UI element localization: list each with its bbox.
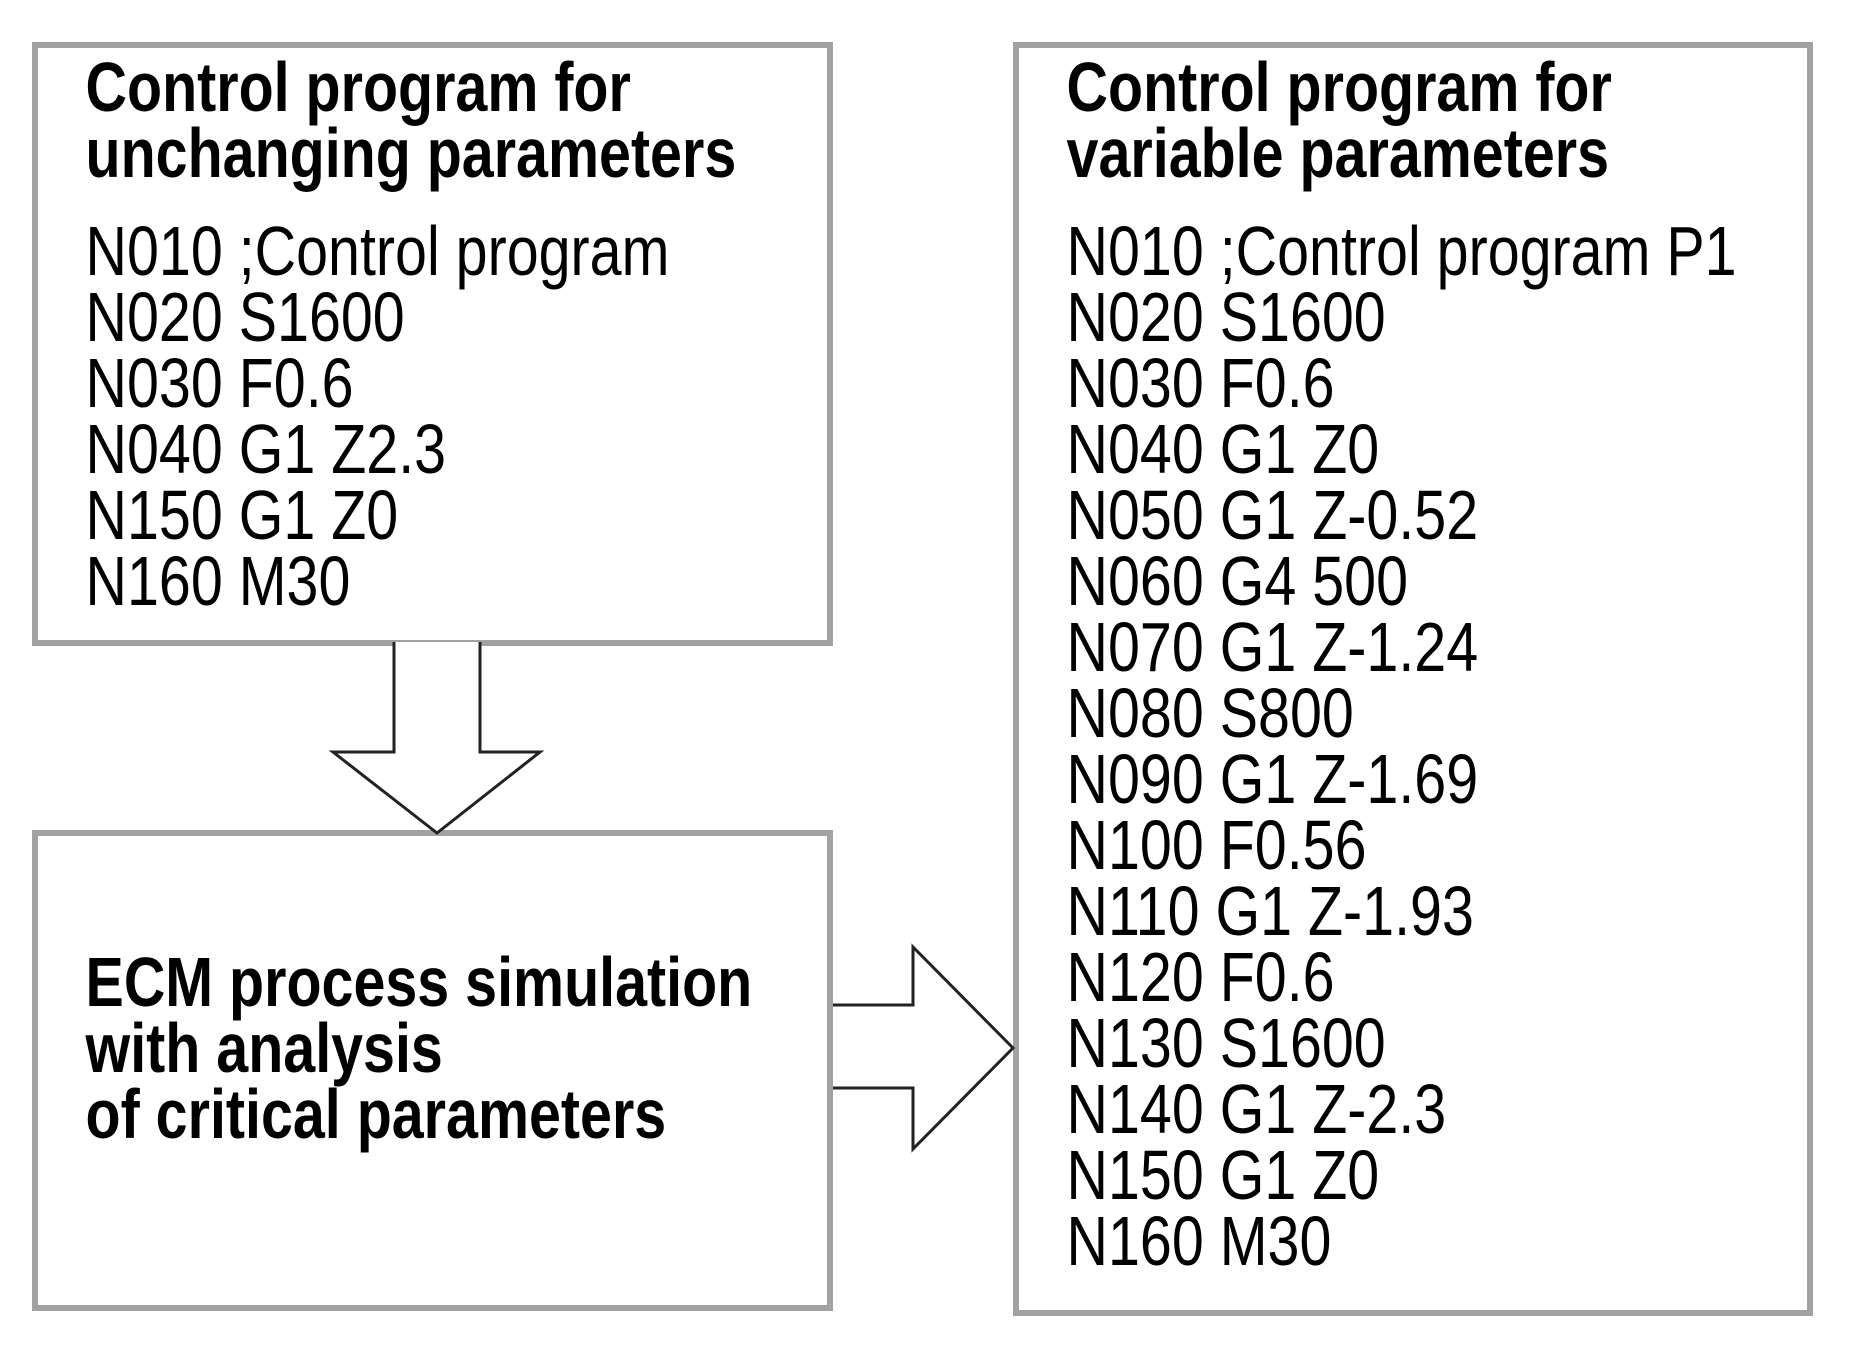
code-line: N050 G1 Z-0.52 [1066, 476, 1479, 554]
code-line: N030 F0.6 [85, 344, 354, 422]
code-line: N120 F0.6 [1066, 938, 1335, 1016]
title-line: variable parameters [1066, 114, 1610, 192]
code-line: N110 G1 Z-1.93 [1066, 872, 1474, 950]
title-line: unchanging parameters [85, 114, 737, 192]
code-line: N020 S1600 [85, 278, 405, 356]
title-line: Control program for [85, 48, 631, 126]
code-line: N160 M30 [85, 542, 351, 620]
title-line: with analysis [85, 1009, 443, 1087]
code-line: N090 G1 Z-1.69 [1066, 740, 1479, 818]
code-line: N010 ;Control program P1 [1066, 212, 1737, 290]
code-line: N130 S1600 [1066, 1004, 1386, 1082]
title-line: of critical parameters [85, 1075, 667, 1153]
code-line: N020 S1600 [1066, 278, 1386, 356]
code-line: N140 G1 Z-2.3 [1066, 1070, 1447, 1148]
title-line: Control program for [1066, 48, 1612, 126]
code-line: N150 G1 Z0 [1066, 1136, 1380, 1214]
code-line: N070 G1 Z-1.24 [1066, 608, 1479, 686]
code-line: N160 M30 [1066, 1202, 1332, 1280]
code-line: N060 G4 500 [1066, 542, 1409, 620]
code-line: N010 ;Control program [85, 212, 670, 290]
code-line: N080 S800 [1066, 674, 1354, 752]
title-line: ECM process simulation [85, 943, 753, 1021]
code-line: N150 G1 Z0 [85, 476, 399, 554]
code-line: N040 G1 Z2.3 [85, 410, 447, 488]
down-block-arrow-icon [328, 642, 545, 835]
code-line: N100 F0.56 [1066, 806, 1367, 884]
code-line: N030 F0.6 [1066, 344, 1335, 422]
code-line: N040 G1 Z0 [1066, 410, 1380, 488]
right-block-arrow-icon [833, 943, 1016, 1153]
